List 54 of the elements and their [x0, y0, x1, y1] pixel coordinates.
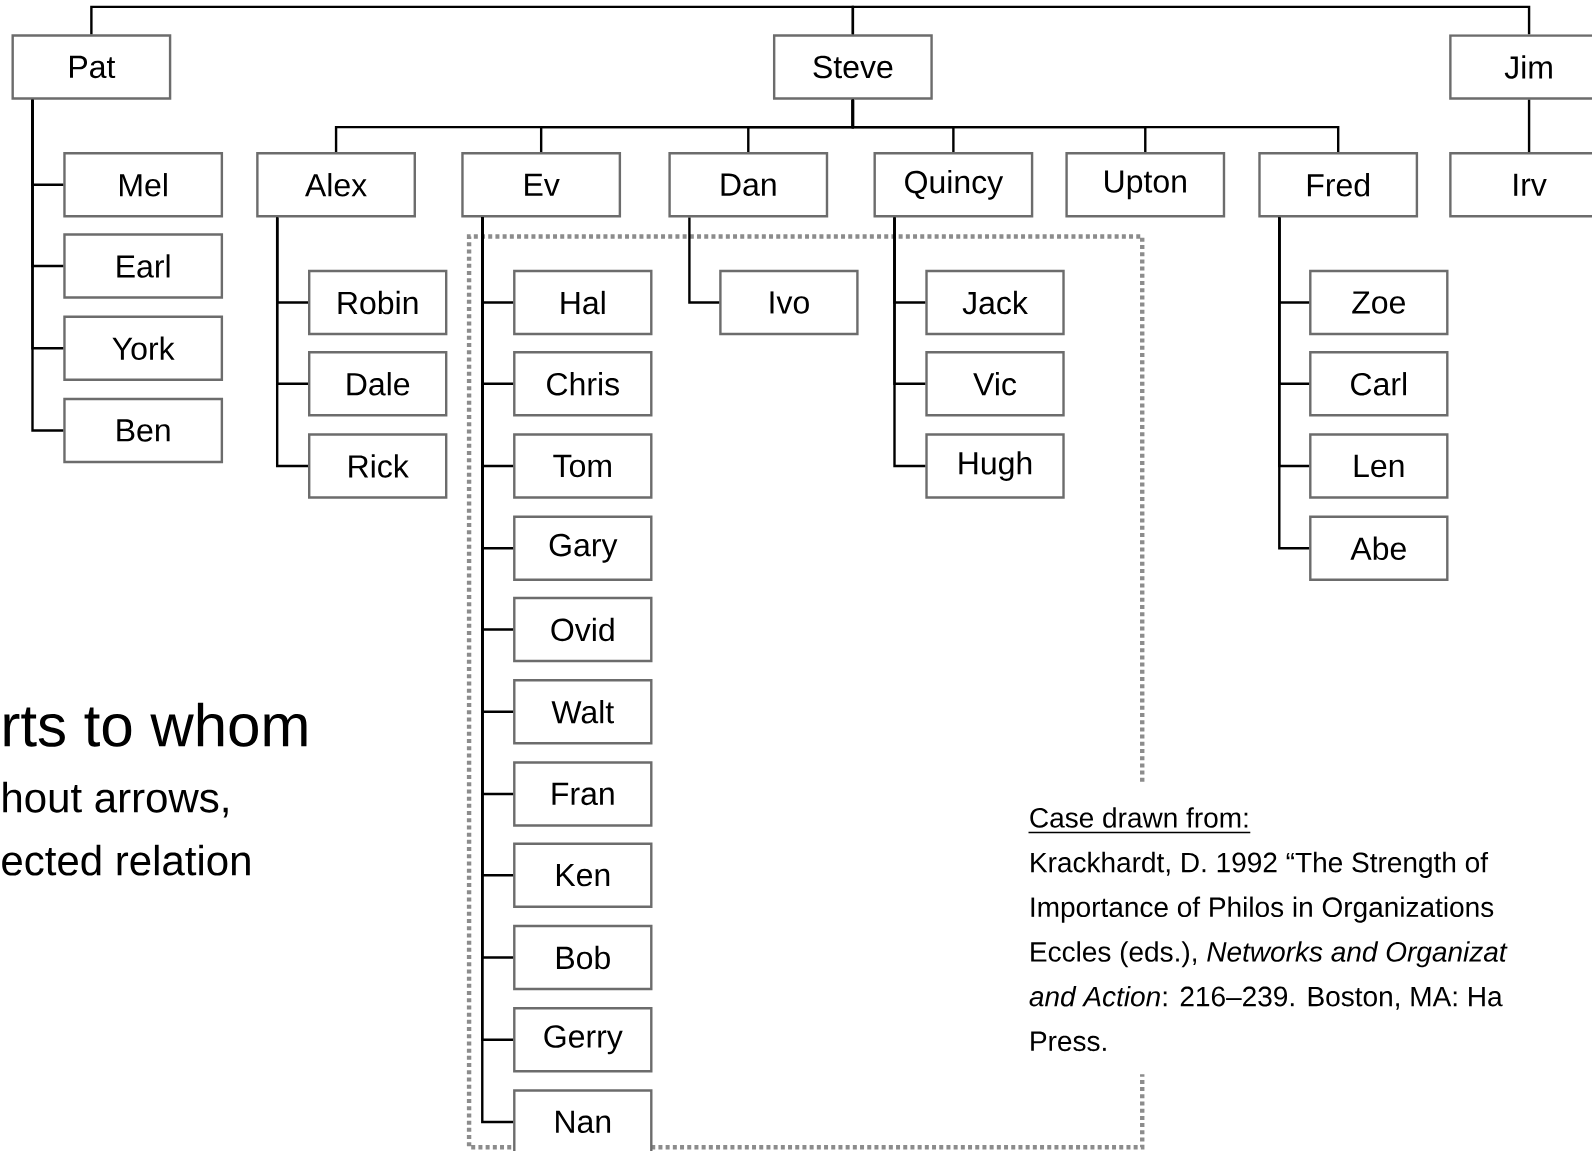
name-box: Hugh [925, 433, 1065, 499]
citation-text: Importance of Philos in Organizations [1028, 896, 1495, 923]
name-box: Walt [513, 678, 653, 745]
name-box: Bob [513, 924, 653, 990]
name-box: York [63, 315, 224, 381]
name-box: Fran [513, 761, 653, 827]
name-box: Robin [308, 269, 448, 336]
name-box: Mel [63, 151, 224, 218]
name-box: Abe [1309, 515, 1449, 581]
citation-text: Press. [1028, 1031, 1109, 1051]
name-box: Len [1309, 433, 1449, 499]
name-box: Gerry [513, 1006, 653, 1073]
name-box: Pat [11, 34, 172, 100]
name-box: Earl [63, 233, 224, 299]
connector-line [276, 217, 308, 468]
name-box: Ivo [719, 269, 859, 336]
connector-line [31, 99, 64, 432]
connector-line [1278, 217, 1310, 550]
name-box: Ev [461, 151, 622, 218]
name-box: Ken [513, 842, 653, 908]
name-box: Dale [308, 350, 448, 417]
subtitle-text: hout arrows, [0, 781, 232, 818]
name-box: Tom [513, 433, 653, 499]
name-box: Ben [63, 397, 224, 464]
connector-line [90, 5, 855, 35]
name-box: Jim [1449, 34, 1592, 100]
connector-line [851, 99, 1340, 152]
name-box: Nan [513, 1089, 653, 1151]
name-box: Ovid [513, 596, 653, 663]
name-box: Dan [668, 151, 829, 218]
name-box: Irv [1449, 151, 1592, 218]
connector-line [688, 217, 720, 304]
connector-line [893, 217, 926, 468]
name-box: Rick [308, 433, 448, 499]
name-box: Steve [772, 34, 933, 100]
heading-text: rts to whom [0, 702, 311, 747]
name-box: Vic [925, 350, 1065, 417]
connector-line [851, 5, 1531, 35]
name-box: Alex [256, 151, 416, 218]
connector-line [1527, 99, 1531, 152]
citation-text: and Action: 216–239. Boston, MA: Ha [1028, 985, 1503, 1010]
name-box: Jack [925, 269, 1065, 336]
citation-text: Krackhardt, D. 1992 “The Strength of [1028, 851, 1489, 878]
name-box: Upton [1065, 151, 1226, 218]
name-box: Quincy [873, 151, 1034, 218]
citation-heading: Case drawn from: [1027, 807, 1252, 834]
name-box: Chris [513, 350, 653, 417]
name-box: Fred [1258, 151, 1419, 218]
name-box: Hal [513, 269, 653, 336]
name-box: Gary [513, 515, 653, 581]
citation-text: Eccles (eds.), Networks and Organizat [1028, 941, 1508, 968]
name-box: Zoe [1309, 269, 1449, 336]
subtitle-text: ected relation [0, 844, 253, 876]
name-box: Carl [1309, 350, 1449, 417]
